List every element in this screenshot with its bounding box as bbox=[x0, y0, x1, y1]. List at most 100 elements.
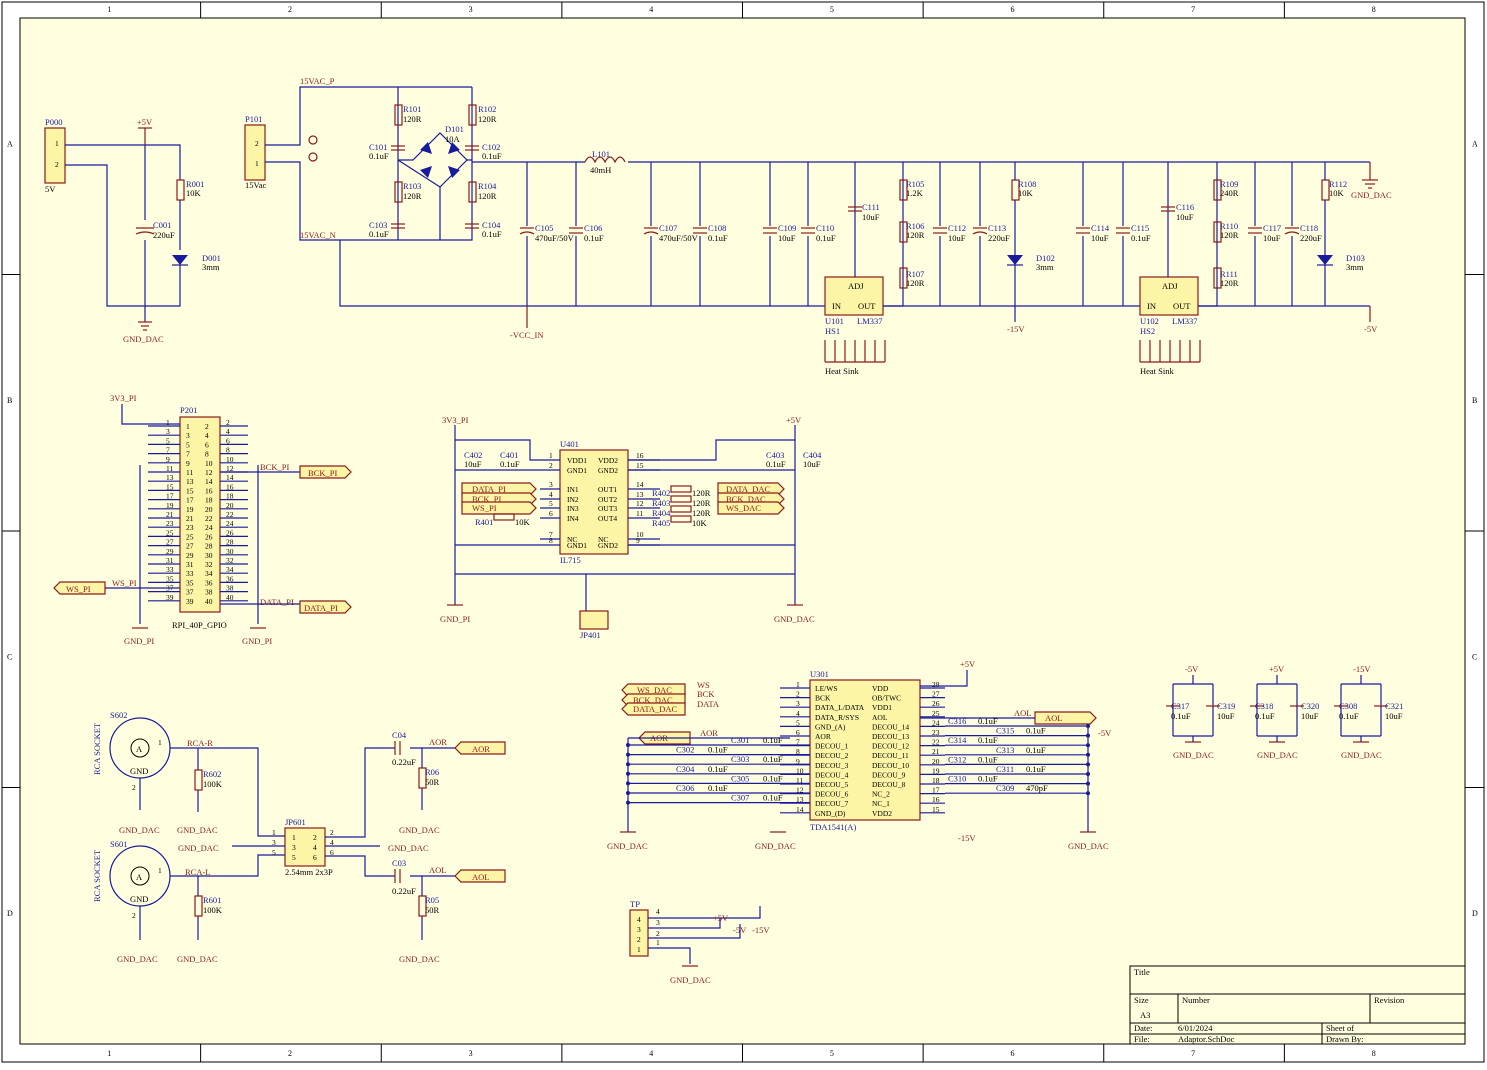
row-label: A bbox=[1472, 139, 1478, 148]
tp-section: TP 4 3 2 1 4 3 2 1 +5V -5V -15V GND_DAC bbox=[629, 899, 770, 985]
dac-pin-name: DATA_L/DATA bbox=[815, 703, 865, 712]
svg-text:0.1uF: 0.1uF bbox=[500, 459, 520, 469]
svg-text:2: 2 bbox=[656, 929, 660, 938]
tp-connector[interactable] bbox=[629, 909, 649, 957]
dac-cap-ref: C312 bbox=[948, 754, 966, 764]
gpio-pin-number: 18 bbox=[226, 492, 234, 501]
decoupling-wire bbox=[1172, 675, 1214, 742]
dac-pin-number: 2 bbox=[796, 690, 800, 699]
gpio-pin-number: 17 bbox=[166, 492, 174, 501]
decoupling-cap-ref: C318 bbox=[1255, 701, 1273, 711]
svg-text:10K: 10K bbox=[515, 517, 531, 527]
svg-text:D101: D101 bbox=[445, 124, 464, 134]
svg-text:AOR: AOR bbox=[429, 737, 447, 747]
svg-text:DATA_DAC: DATA_DAC bbox=[633, 704, 678, 714]
svg-text:GND_DAC: GND_DAC bbox=[399, 825, 440, 835]
gpio-pin-number: 1 bbox=[166, 418, 170, 427]
svg-text:3: 3 bbox=[272, 838, 276, 847]
svg-text:3: 3 bbox=[292, 843, 296, 852]
output-section: A GND S602 RCA SOCKET 1 2 RCA-R R602 100… bbox=[92, 710, 506, 964]
gpio-pin-number: 15 bbox=[166, 482, 174, 491]
gpio-pin-number: 24 bbox=[205, 523, 213, 532]
dac-cap-ref: C304 bbox=[676, 764, 695, 774]
p101-connector[interactable] bbox=[244, 124, 266, 181]
svg-text:R06: R06 bbox=[425, 767, 439, 777]
svg-text:C102: C102 bbox=[482, 142, 500, 152]
svg-text:LM337: LM337 bbox=[857, 316, 883, 326]
column-label: 6 bbox=[1010, 5, 1014, 14]
decoupling-cap-value: 0.1uF bbox=[1255, 711, 1275, 721]
svg-text:-5V: -5V bbox=[733, 925, 747, 935]
p000-connector[interactable] bbox=[44, 127, 66, 184]
svg-text:2: 2 bbox=[313, 833, 317, 842]
gpio-pin-number: 11 bbox=[166, 464, 173, 473]
p201-header[interactable] bbox=[179, 416, 221, 613]
c105-ref: C105 bbox=[535, 223, 553, 233]
svg-text:S601: S601 bbox=[110, 839, 127, 849]
gpio-pin-number: 29 bbox=[166, 547, 174, 556]
c115-value: 0.1uF bbox=[1131, 233, 1151, 243]
dac-pin-number: 12 bbox=[796, 786, 804, 795]
c118-value: 220uF bbox=[1300, 233, 1322, 243]
row-label: A bbox=[7, 139, 13, 148]
drawn-label: Drawn By: bbox=[1326, 1034, 1364, 1044]
sheet-label: Sheet of bbox=[1326, 1023, 1354, 1033]
svg-text:GND_DAC: GND_DAC bbox=[119, 825, 160, 835]
row-label: D bbox=[1472, 909, 1478, 918]
u102-regulator[interactable] bbox=[1139, 276, 1199, 316]
dac-cap-ref: C309 bbox=[996, 783, 1014, 793]
gpio-pin-number: 39 bbox=[186, 597, 194, 606]
svg-text:6: 6 bbox=[313, 853, 317, 862]
svg-text:WS_PI: WS_PI bbox=[472, 503, 497, 513]
u401-isolator[interactable] bbox=[559, 449, 629, 555]
u301-dac[interactable] bbox=[809, 679, 921, 821]
svg-text:10K: 10K bbox=[692, 518, 708, 528]
dac-cap-value: 0.1uF bbox=[978, 754, 998, 764]
gpio-pin-number: 8 bbox=[226, 446, 230, 455]
gpio-pin-number: 12 bbox=[226, 464, 234, 473]
junction bbox=[626, 752, 630, 757]
jp601-jumper[interactable] bbox=[284, 827, 326, 867]
svg-text:3V3_PI: 3V3_PI bbox=[442, 415, 469, 425]
gpio-pin-number: 32 bbox=[226, 556, 234, 565]
iso-pin-number: 6 bbox=[549, 509, 553, 518]
decoupling-cap-value: 10uF bbox=[1301, 711, 1319, 721]
svg-text:RCA SOCKET: RCA SOCKET bbox=[92, 849, 102, 902]
iso-pin-name: GND1 bbox=[567, 466, 587, 475]
gpio-pin-number: 8 bbox=[205, 450, 209, 459]
svg-text:10K: 10K bbox=[1329, 188, 1345, 198]
svg-text:U102: U102 bbox=[1140, 316, 1159, 326]
svg-text:1: 1 bbox=[55, 139, 59, 148]
c110-ref: C110 bbox=[816, 223, 834, 233]
svg-text:AOR: AOR bbox=[472, 744, 490, 754]
jp401-jumper[interactable] bbox=[579, 610, 609, 630]
svg-text:IN: IN bbox=[832, 301, 841, 311]
row-label: B bbox=[7, 396, 12, 405]
iso-pin-number: 8 bbox=[549, 536, 553, 545]
svg-text:BCK_DAC: BCK_DAC bbox=[726, 494, 766, 504]
c113-ref: C113 bbox=[988, 223, 1006, 233]
svg-text:10uF: 10uF bbox=[464, 459, 482, 469]
junction bbox=[626, 781, 630, 786]
svg-text:C101: C101 bbox=[369, 142, 387, 152]
file-label: File: bbox=[1134, 1034, 1150, 1044]
row-label: C bbox=[7, 652, 12, 661]
svg-text:P101: P101 bbox=[245, 114, 262, 124]
column-label: 7 bbox=[1191, 1049, 1195, 1058]
svg-text:-15V: -15V bbox=[958, 833, 976, 843]
svg-text:GND_DAC: GND_DAC bbox=[399, 954, 440, 964]
c107-value: 470uF/50V bbox=[659, 233, 699, 243]
svg-text:AOR: AOR bbox=[700, 728, 718, 738]
iso-pin-name: VDD1 bbox=[567, 456, 587, 465]
c113-value: 220uF bbox=[988, 233, 1010, 243]
dac-cap-ref: C313 bbox=[996, 745, 1014, 755]
gpio-pin-number: 5 bbox=[186, 440, 190, 449]
u101-regulator[interactable] bbox=[824, 276, 884, 316]
c112-value: 10uF bbox=[948, 233, 966, 243]
iso-pin-name: VDD2 bbox=[598, 456, 618, 465]
gpio-pin-number: 33 bbox=[186, 569, 194, 578]
svg-text:JP601: JP601 bbox=[285, 817, 306, 827]
svg-text:120R: 120R bbox=[478, 191, 497, 201]
